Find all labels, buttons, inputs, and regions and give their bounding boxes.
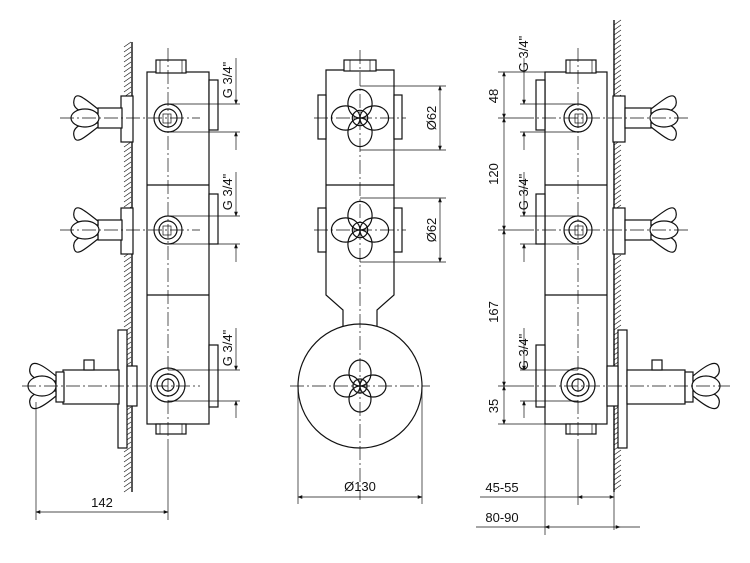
right-side-view: G 3/4" G 3/4" G 3/4" 48 120 167 35 45-55: [476, 19, 730, 535]
right-handle-1: [612, 95, 679, 143]
dim-142-label: 142: [91, 495, 113, 510]
dim-ø62-lower: [360, 197, 446, 263]
right-thread-dims: [520, 58, 578, 418]
dim-142: [35, 402, 169, 520]
right-thread-label-3: G 3/4": [516, 333, 531, 370]
left-thread-dims: [168, 58, 240, 418]
left-thread-label-3: G 3/4": [220, 329, 235, 366]
right-handle-3: [606, 329, 721, 449]
right-thread-label-2: G 3/4": [516, 173, 531, 210]
middle-front-view: Ø62 Ø62 Ø130: [290, 50, 446, 504]
left-thread-label-1: G 3/4": [220, 61, 235, 98]
dim-120-label: 120: [486, 163, 501, 185]
left-handle-1: [70, 95, 134, 143]
left-thread-label-2: G 3/4": [220, 173, 235, 210]
dim-80-90: [476, 424, 640, 535]
dim-ø62-upper: [360, 85, 446, 151]
right-thread-label-1: G 3/4": [516, 35, 531, 72]
dim-ø130: [297, 388, 423, 504]
dim-48-label: 48: [486, 89, 501, 103]
dia-62-label-2: Ø62: [424, 218, 439, 243]
vertical-chain-dims: [498, 71, 545, 425]
right-valve-body: [544, 71, 608, 425]
left-side-view: G 3/4" G 3/4" G 3/4" 142: [22, 41, 240, 520]
dim-45-55-label: 45-55: [485, 480, 518, 495]
dim-80-90-label: 80-90: [485, 510, 518, 525]
right-handle-2: [612, 207, 679, 255]
dia-130-label: Ø130: [344, 479, 376, 494]
dia-62-label-1: Ø62: [424, 106, 439, 131]
dim-35-label: 35: [486, 399, 501, 413]
left-handle-3: [27, 329, 138, 449]
left-handle-2: [70, 207, 134, 255]
dim-167-label: 167: [486, 301, 501, 323]
dim-45-55: [480, 440, 615, 530]
